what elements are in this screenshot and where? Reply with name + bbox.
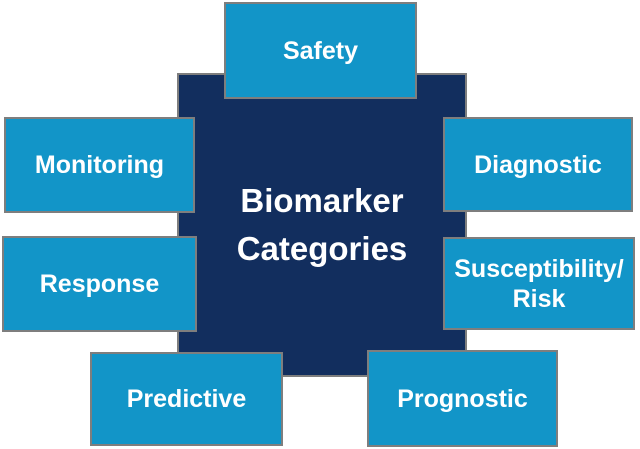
category-box-monitoring: Monitoring: [4, 117, 195, 213]
diagram-title: Biomarker Categories: [236, 182, 408, 267]
center-box-biomarker-categories: Biomarker Categories: [177, 73, 467, 377]
category-box-response: Response: [2, 236, 197, 332]
category-box-susceptibility-risk: Susceptibility/ Risk: [443, 237, 635, 330]
category-box-safety: Safety: [224, 2, 417, 99]
category-label-prognostic: Prognostic: [397, 384, 528, 413]
category-box-prognostic: Prognostic: [367, 350, 558, 447]
category-box-predictive: Predictive: [90, 352, 283, 446]
category-box-diagnostic: Diagnostic: [443, 117, 633, 212]
category-label-response: Response: [39, 270, 160, 298]
category-label-diagnostic: Diagnostic: [474, 150, 602, 179]
category-label-safety: Safety: [282, 36, 359, 65]
category-label-monitoring: Monitoring: [34, 151, 165, 179]
category-label-predictive: Predictive: [126, 385, 247, 413]
category-label-susceptibility-risk: Susceptibility/ Risk: [454, 254, 624, 313]
